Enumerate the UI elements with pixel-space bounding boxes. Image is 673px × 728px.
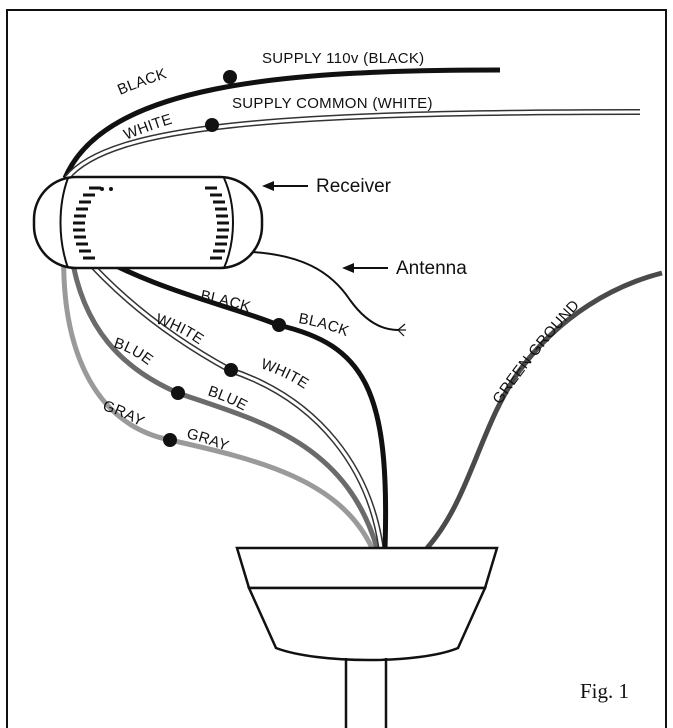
supply-common-label: SUPPLY COMMON (WHITE)	[232, 95, 433, 112]
receiver-unit	[32, 175, 264, 270]
wire-nut-supply-white	[205, 118, 219, 132]
svg-text:BLACK: BLACK	[115, 65, 169, 98]
wire-nut-blue	[171, 386, 185, 400]
gray-left-label: GRAY	[101, 397, 147, 430]
supply-black-wire	[62, 67, 501, 179]
svg-text:GRAY: GRAY	[101, 397, 148, 430]
receiver-left-vent	[73, 186, 101, 260]
supply-hot-label: SUPPLY 110v (BLACK)	[262, 50, 424, 67]
black-left-label: BLACK	[199, 287, 252, 316]
wire-nut-white	[224, 363, 238, 377]
svg-text:GREEN GROUND: GREEN GROUND	[489, 297, 583, 408]
figure-label: Fig. 1	[580, 679, 629, 703]
black-upper-label: BLACK	[115, 65, 168, 98]
wire-nut-black	[272, 318, 286, 332]
blue-left-label: BLUE	[112, 335, 156, 369]
receiver-indicator-dot	[100, 187, 104, 191]
receiver-indicator-dot	[109, 187, 113, 191]
receiver-callout-arrow	[262, 181, 308, 191]
supply-white-wire	[64, 109, 641, 180]
green-ground-wire	[425, 270, 663, 550]
svg-text:BLACK: BLACK	[199, 287, 253, 316]
svg-text:BLUE: BLUE	[112, 335, 157, 369]
wire-nut-gray	[163, 433, 177, 447]
antenna-callout-arrow	[342, 263, 388, 273]
antenna-wire	[251, 251, 399, 331]
receiver-label: Receiver	[316, 176, 392, 197]
figure-frame	[6, 9, 667, 728]
receiver-right-vent	[205, 186, 229, 260]
fan-canopy	[235, 546, 499, 662]
wire-nut-supply-black	[223, 70, 237, 84]
antenna-tip	[397, 323, 406, 337]
downrod	[344, 658, 388, 728]
green-ground-label: GREEN GROUND	[489, 297, 582, 408]
antenna-label: Antenna	[396, 258, 467, 279]
